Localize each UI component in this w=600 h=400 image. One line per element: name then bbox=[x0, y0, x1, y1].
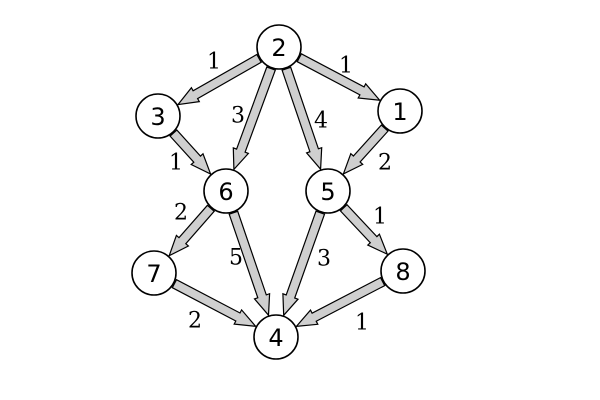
edge-arrow-7-to-4 bbox=[171, 278, 258, 328]
edge-arrow-2-to-1 bbox=[296, 52, 382, 101]
edge-weight-5-to-8: 1 bbox=[373, 205, 387, 230]
edge-weight-2-to-5: 4 bbox=[314, 109, 328, 134]
graph-node-6: 6 bbox=[203, 168, 249, 214]
node-label: 2 bbox=[271, 34, 286, 62]
weights-layer: 1 1 3 4 1 2 2 5 1 3 2 1 bbox=[169, 50, 392, 336]
edge-weight-8-to-4: 1 bbox=[355, 311, 369, 336]
node-circle bbox=[253, 314, 299, 360]
edge-arrow-2-to-6 bbox=[232, 66, 277, 171]
edge-arrow-5-to-8 bbox=[339, 203, 389, 256]
edge-arrow-2-to-3 bbox=[176, 53, 263, 106]
node-circle bbox=[131, 250, 177, 296]
graph-node-2: 2 bbox=[256, 24, 302, 70]
node-circle bbox=[256, 24, 302, 70]
graph-node-7: 7 bbox=[131, 250, 177, 296]
node-label: 1 bbox=[392, 98, 407, 126]
edge-arrow-2-to-5 bbox=[281, 66, 323, 171]
node-label: 4 bbox=[268, 324, 283, 352]
edge-arrow-5-to-4 bbox=[282, 210, 326, 317]
graph-node-8: 8 bbox=[380, 248, 426, 294]
node-circle bbox=[203, 168, 249, 214]
edge-weight-2-to-3: 1 bbox=[207, 50, 221, 75]
edge-arrow-8-to-4 bbox=[294, 276, 386, 328]
edge-weight-2-to-6: 3 bbox=[231, 104, 245, 129]
edge-arrow-1-to-5 bbox=[342, 124, 389, 176]
edge-weight-3-to-6: 1 bbox=[169, 151, 183, 176]
node-label: 5 bbox=[320, 178, 335, 206]
node-label: 3 bbox=[150, 103, 165, 131]
edge-weight-6-to-4: 5 bbox=[229, 246, 243, 271]
edge-weight-5-to-4: 3 bbox=[317, 247, 331, 272]
edge-weight-2-to-1: 1 bbox=[339, 54, 353, 79]
node-label: 6 bbox=[218, 178, 233, 206]
edge-weight-7-to-4: 2 bbox=[188, 309, 202, 334]
edge-arrow-3-to-6 bbox=[169, 129, 212, 176]
edge-arrow-6-to-4 bbox=[228, 210, 271, 317]
edge-weight-1-to-5: 2 bbox=[378, 151, 392, 176]
node-circle bbox=[377, 88, 423, 134]
edge-arrow-6-to-7 bbox=[168, 204, 216, 257]
graph-node-1: 1 bbox=[377, 88, 423, 134]
graph-node-5: 5 bbox=[305, 168, 351, 214]
graph-node-3: 3 bbox=[135, 93, 181, 139]
node-circle bbox=[380, 248, 426, 294]
graph-node-4: 4 bbox=[253, 314, 299, 360]
edges-layer bbox=[168, 52, 389, 328]
node-circle bbox=[305, 168, 351, 214]
node-label: 8 bbox=[395, 258, 410, 286]
node-label: 7 bbox=[146, 260, 161, 288]
edge-weight-6-to-7: 2 bbox=[174, 201, 188, 226]
node-circle bbox=[135, 93, 181, 139]
